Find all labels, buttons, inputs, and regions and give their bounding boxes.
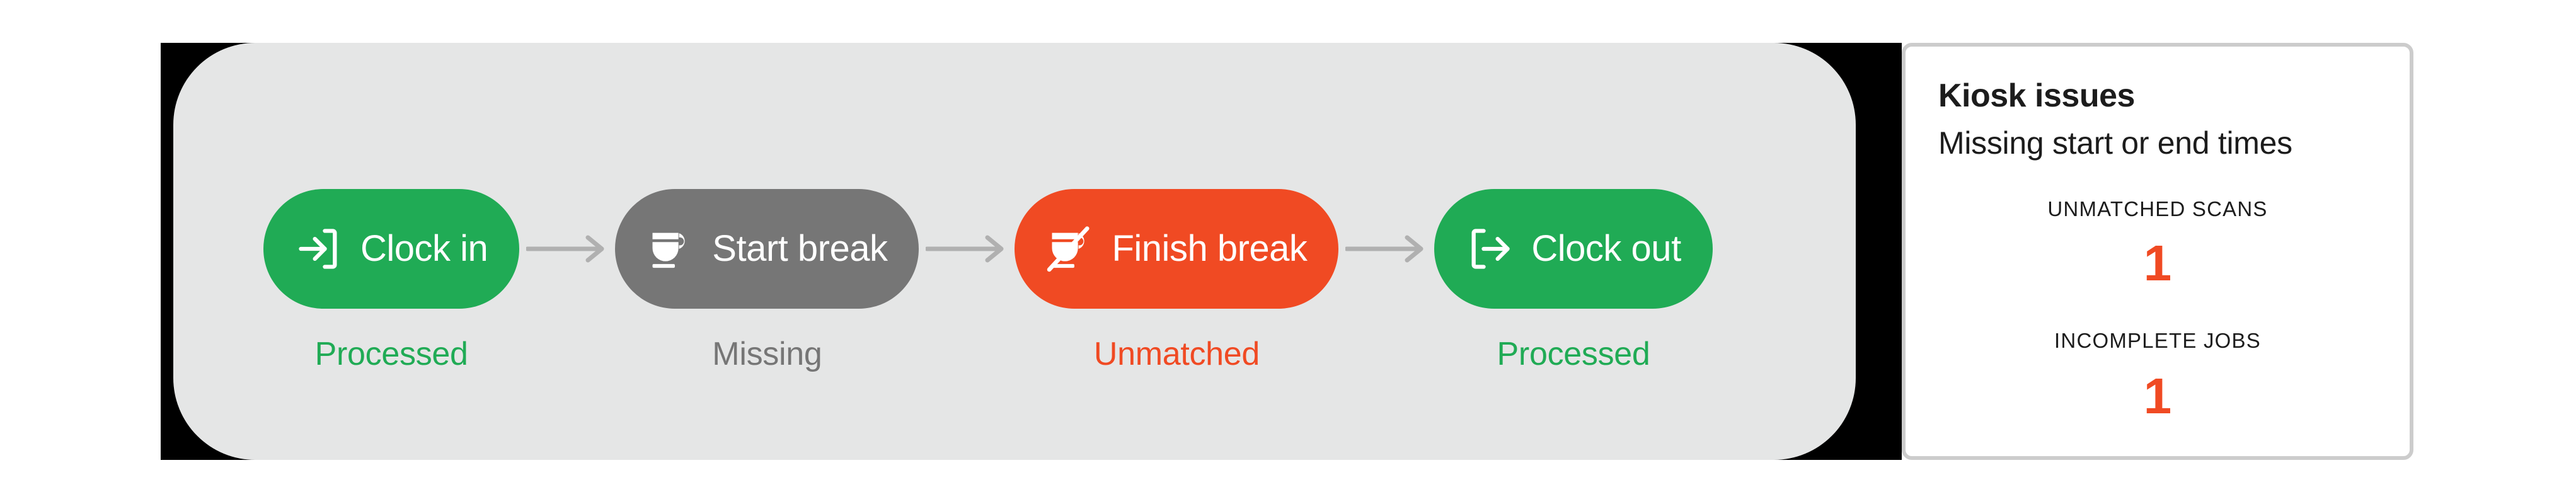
- logout-arrow-icon: [1466, 225, 1514, 273]
- pill-label: Start break: [712, 228, 888, 269]
- arrow-right-icon: [1338, 189, 1434, 309]
- timeline-step-clock-in[interactable]: Clock in Processed: [263, 189, 520, 372]
- arrow-right-icon: [519, 189, 615, 309]
- timeline-flow: Clock in Processed: [173, 189, 1856, 370]
- pill-label: Clock out: [1531, 228, 1681, 269]
- metric-incomplete-jobs: INCOMPLETE JOBS 1: [1938, 330, 2377, 421]
- arrow-right-icon: [919, 189, 1015, 309]
- metric-label: UNMATCHED SCANS: [2047, 197, 2268, 221]
- status-label-start-break: Missing: [712, 336, 822, 372]
- metric-value: 1: [2143, 235, 2172, 292]
- pill-clock-out[interactable]: Clock out: [1434, 189, 1713, 309]
- pill-label: Finish break: [1112, 228, 1308, 269]
- metric-value: 1: [2143, 368, 2172, 425]
- timeline-step-start-break[interactable]: Start break Missing: [615, 189, 919, 370]
- pill-clock-in[interactable]: Clock in: [263, 189, 520, 309]
- status-label-clock-out: Processed: [1497, 336, 1650, 372]
- pill-start-break[interactable]: Start break: [615, 189, 919, 309]
- coffee-cup-slash-icon: [1046, 225, 1094, 273]
- coffee-cup-icon: [647, 225, 694, 273]
- status-label-finish-break: Unmatched: [1093, 336, 1260, 372]
- login-arrow-icon: [295, 225, 343, 273]
- metric-label: INCOMPLETE JOBS: [2054, 329, 2261, 353]
- timeline-step-clock-out[interactable]: Clock out Processed: [1434, 189, 1713, 372]
- kiosk-issues-title: Kiosk issues: [1938, 77, 2135, 114]
- timeline-panel: Clock in Processed: [173, 43, 1856, 460]
- timeline-step-finish-break[interactable]: Finish break Unmatched: [1015, 189, 1339, 372]
- pill-label: Clock in: [360, 228, 488, 269]
- kiosk-issues-card: Kiosk issues Missing start or end times …: [1902, 43, 2413, 460]
- metric-unmatched-scans: UNMATCHED SCANS 1: [1938, 198, 2377, 289]
- status-label-clock-in: Processed: [314, 336, 468, 372]
- pill-finish-break[interactable]: Finish break: [1015, 189, 1339, 309]
- kiosk-issues-subtitle: Missing start or end times: [1938, 125, 2292, 161]
